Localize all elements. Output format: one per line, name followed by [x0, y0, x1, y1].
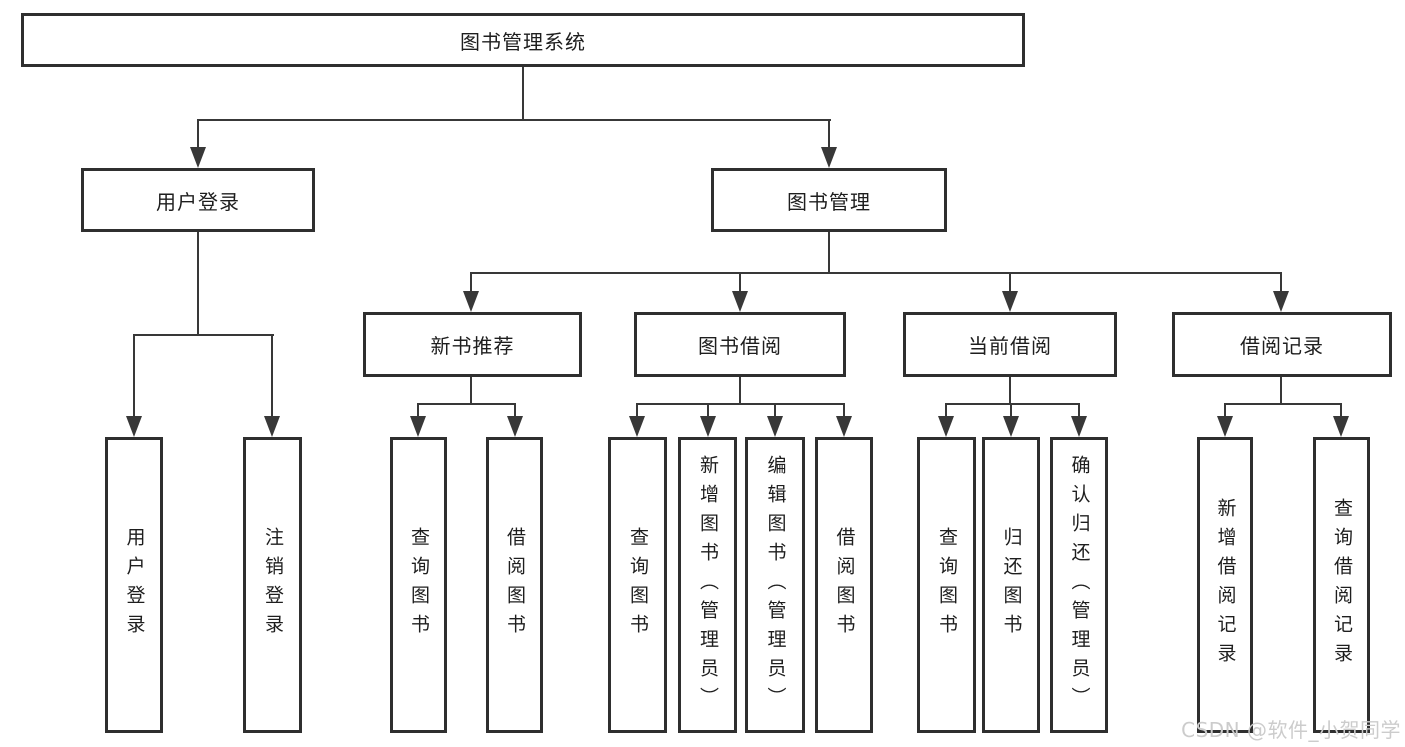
leaf-borrowing-add-books-admin: 新增图书（管理员） — [678, 437, 737, 733]
leaf-label: 查询图书 — [627, 527, 649, 643]
leaf-records-add-record: 新增借阅记录 — [1197, 437, 1253, 733]
leaf-records-query-record: 查询借阅记录 — [1313, 437, 1370, 733]
arrowheads — [126, 147, 1349, 437]
node-label: 图书借阅 — [698, 334, 782, 358]
leaf-label: 借阅图书 — [833, 527, 856, 643]
leaf-borrowing-edit-books-admin: 编辑图书（管理员） — [745, 437, 805, 733]
node-label: 借阅记录 — [1240, 334, 1324, 358]
leaf-recommend-borrow-books: 借阅图书 — [486, 437, 543, 733]
node-label: 用户登录 — [156, 189, 240, 214]
node-library-system: 图书管理系统 — [21, 13, 1025, 67]
node-label: 图书管理 — [787, 189, 871, 214]
leaf-label: 查询借阅记录 — [1331, 498, 1353, 672]
leaf-label: 用户登录 — [123, 527, 146, 643]
leaf-borrowing-borrow-books: 借阅图书 — [815, 437, 873, 733]
node-label: 新书推荐 — [430, 334, 515, 358]
node-new-book-recommend: 新书推荐 — [363, 312, 582, 377]
node-label: 当前借阅 — [968, 334, 1052, 358]
node-book-management: 图书管理 — [711, 168, 947, 232]
leaf-current-query-books: 查询图书 — [917, 437, 976, 733]
node-user-login: 用户登录 — [81, 168, 315, 232]
node-label: 图书管理系统 — [460, 29, 586, 54]
node-book-borrowing: 图书借阅 — [634, 312, 846, 377]
leaf-logout: 注销登录 — [243, 437, 302, 733]
leaf-label: 查询图书 — [408, 527, 430, 643]
leaf-label: 编辑图书（管理员） — [764, 454, 787, 716]
leaf-label: 借阅图书 — [504, 527, 526, 643]
node-current-borrowing: 当前借阅 — [903, 312, 1117, 377]
csdn-watermark: CSDN @软件_小贺同学 — [1181, 718, 1401, 742]
leaf-current-return-books: 归还图书 — [982, 437, 1040, 733]
leaf-login: 用户登录 — [105, 437, 163, 733]
leaf-borrowing-query-books: 查询图书 — [608, 437, 667, 733]
leaf-label: 归还图书 — [1000, 527, 1023, 643]
leaf-label: 查询图书 — [936, 527, 958, 643]
leaf-label: 新增借阅记录 — [1214, 498, 1237, 672]
leaf-recommend-query-books: 查询图书 — [390, 437, 447, 733]
leaf-label: 新增图书（管理员） — [697, 454, 719, 716]
connector-shafts — [133, 67, 1342, 420]
leaf-label: 注销登录 — [262, 527, 284, 643]
node-borrowing-records: 借阅记录 — [1172, 312, 1392, 377]
leaf-label: 确认归还（管理员） — [1068, 454, 1091, 716]
leaf-current-confirm-return-admin: 确认归还（管理员） — [1050, 437, 1108, 733]
